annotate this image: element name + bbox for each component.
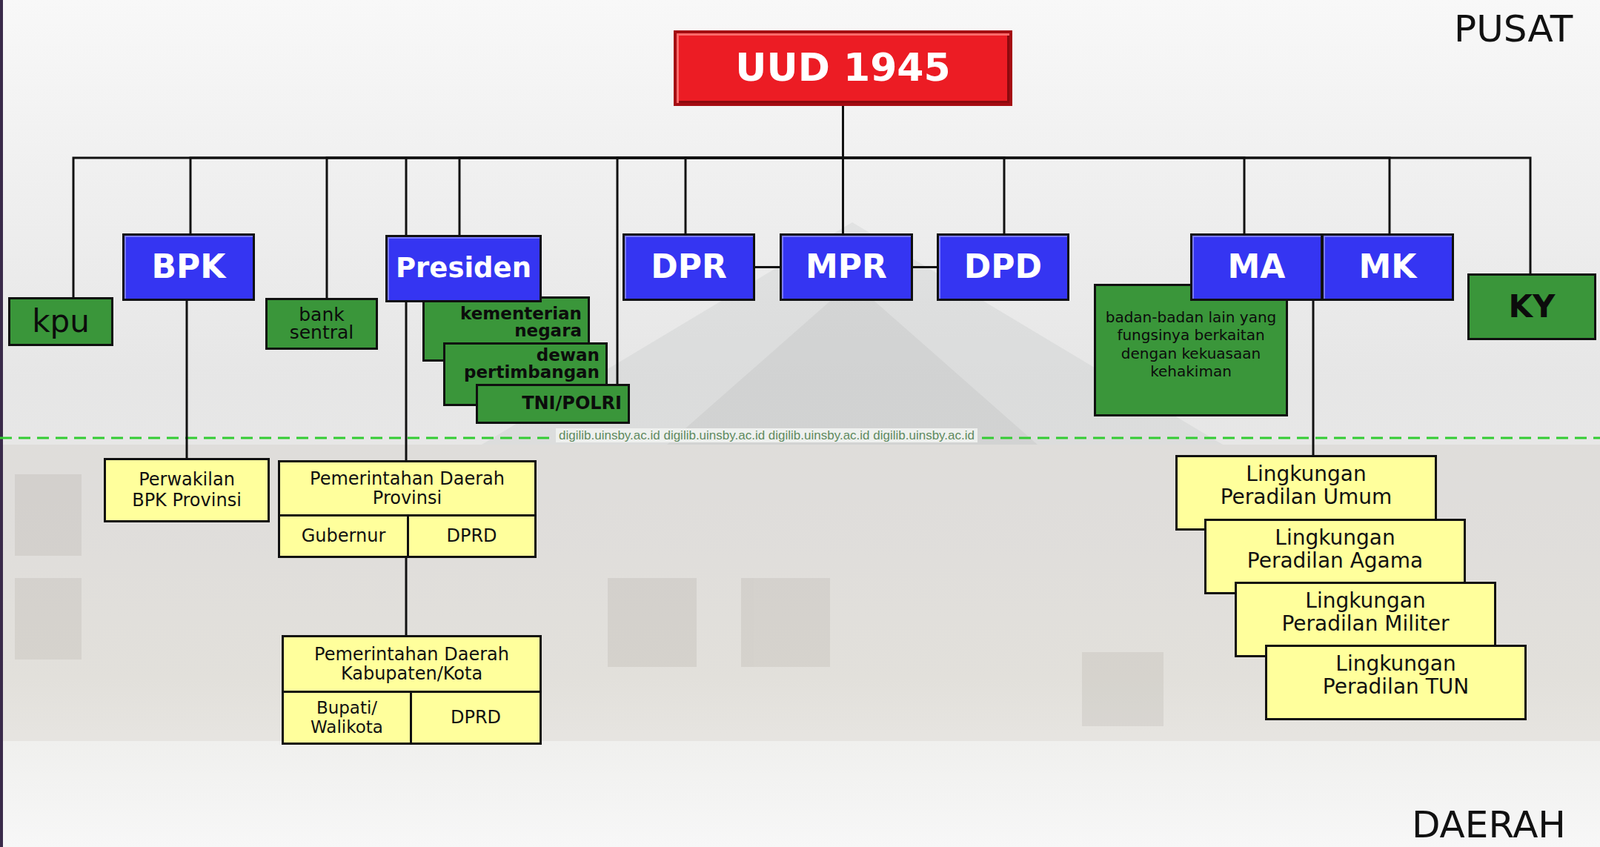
heading-text: Pemerintahan Daerah Provinsi — [280, 462, 535, 515]
connector-line — [843, 105, 1005, 234]
node-label: BPK — [151, 248, 227, 287]
building-roof — [666, 281, 1038, 445]
connector-line — [685, 105, 844, 234]
node-label: DPR — [650, 248, 728, 287]
node-label: Gubernur — [301, 526, 387, 547]
regional-government-box: Pemerintahan Daerah Kabupaten/KotaBupati… — [281, 635, 542, 745]
edge-strip — [0, 0, 3, 847]
institution-box: MK — [1321, 233, 1455, 301]
node-label: dewan pertimbangan — [458, 346, 600, 381]
node-label: Presiden — [395, 252, 532, 285]
connector-line — [405, 558, 408, 636]
connector-line — [186, 300, 189, 458]
watermark: digilib.uinsby.ac.id digilib.uinsby.ac.i… — [555, 428, 978, 443]
regional-organ-box: Gubernur — [280, 514, 407, 556]
node-label: MPR — [805, 248, 888, 287]
node-label: bank sentral — [273, 306, 370, 342]
node-label: DPRD — [450, 707, 501, 729]
agency-box: bank sentral — [265, 297, 378, 350]
regional-box: Perwakilan BPK Provinsi — [103, 457, 270, 523]
node-label: Lingkungan Peradilan Militer — [1254, 589, 1477, 636]
node-label: badan-badan lain yang fungsinya berkaita… — [1104, 308, 1277, 381]
node-label: Lingkungan Peradilan Umum — [1195, 463, 1418, 510]
connector-line — [326, 105, 844, 298]
region-label: DAERAH — [1411, 806, 1566, 844]
connector-line — [1312, 300, 1315, 456]
heading-text: Pemerintahan Daerah Kabupaten/Kota — [283, 637, 540, 691]
node-label: TNI/POLRI — [521, 393, 622, 415]
institution-box: BPK — [122, 233, 255, 301]
node-label: KY — [1508, 289, 1556, 325]
connector-line — [190, 105, 844, 234]
regional-organ-box: DPRD — [409, 690, 540, 743]
regional-government-box: Pemerintahan Daerah ProvinsiGubernur DPRD — [277, 460, 537, 559]
node-label: Lingkungan Peradilan Agama — [1224, 526, 1447, 573]
agency-box: badan-badan lain yang fungsinya berkaita… — [1093, 283, 1289, 417]
connector-line — [843, 105, 1246, 234]
region-label: PUSAT — [1454, 10, 1573, 48]
connector-line — [405, 302, 408, 461]
node-label: kementerian negara — [448, 305, 582, 340]
connector-line — [459, 105, 844, 235]
connector-wire — [405, 157, 408, 235]
institution-box: Presiden — [385, 234, 542, 303]
connector-line — [755, 266, 780, 269]
regional-organ-box: DPRD — [406, 514, 535, 556]
node-label: kpu — [31, 303, 90, 340]
node-label: Bupati/ Walikota — [294, 698, 399, 737]
agency-box: TNI/POLRI — [475, 383, 630, 424]
agency-box: KY — [1467, 273, 1597, 341]
regional-box: Lingkungan Peradilan TUN — [1265, 644, 1527, 721]
building-facade — [0, 444, 1600, 742]
agency-box: kpu — [8, 297, 114, 347]
institution-box: DPR — [622, 233, 756, 301]
node-label: Lingkungan Peradilan TUN — [1285, 652, 1508, 699]
node-label: UUD 1945 — [735, 45, 951, 91]
connector-line — [913, 266, 937, 269]
node-label: Perwakilan BPK Provinsi — [122, 469, 252, 511]
node-label: MA — [1227, 248, 1286, 287]
node-label: DPRD — [446, 526, 497, 547]
constitution-box: UUD 1945 — [673, 30, 1013, 106]
node-label: DPD — [964, 248, 1042, 287]
institution-box: MA — [1190, 233, 1323, 301]
institution-box: DPD — [936, 233, 1070, 301]
node-label: MK — [1359, 248, 1417, 287]
connector-line — [843, 105, 1391, 234]
regional-organ-box: Bupati/ Walikota — [283, 690, 410, 743]
institution-box: MPR — [779, 233, 914, 301]
